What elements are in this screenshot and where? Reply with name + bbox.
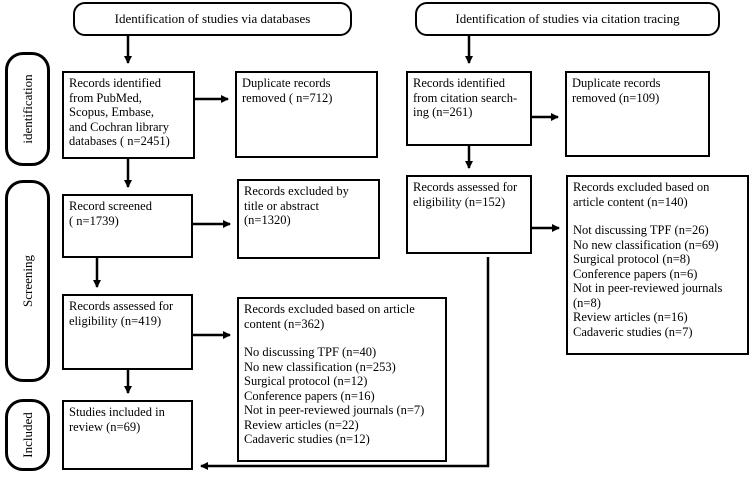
cit-identified-line-2: from citation search- (413, 90, 518, 105)
citation-header: Identification of studies via citation t… (415, 2, 720, 36)
cit-excluded-reason: Conference papers (n=6) (573, 266, 698, 281)
cit-excluded-heading-line-2: article content (n=140) (573, 194, 688, 209)
db-identified-line-2: from PubMed, (69, 90, 142, 105)
db-excluded-reason: Conference papers (n=16) (244, 388, 375, 403)
db-duplicates-line-2: removed ( n=712) (242, 90, 333, 105)
db-included-line-2: review (n=69) (69, 419, 141, 434)
db-included-box: Studies included in review (n=69) (62, 400, 193, 470)
cit-excluded-reason: Not in peer-reviewed journals (573, 281, 723, 295)
cit-excluded-reason: No new classification (n=69) (573, 237, 719, 252)
db-assessed-box: Records assessed for eligibility (n=419) (62, 294, 193, 370)
cit-assessed-box: Records assessed for eligibility (n=152) (406, 175, 532, 254)
cit-excluded-reason: Cadaveric studies (n=7) (573, 324, 693, 339)
cit-excluded-reason: Surgical protocol (n=8) (573, 252, 691, 266)
db-duplicates-box: Duplicate records removed ( n=712) (235, 71, 378, 158)
db-screened-line-1: Record screened (69, 199, 152, 213)
db-identified-line-1: Records identified (69, 76, 161, 90)
cit-identified-line-1: Records identified (413, 76, 505, 90)
cit-duplicates-box: Duplicate records removed (n=109) (565, 71, 710, 157)
db-excluded-heading-line-2: content (n=362) (244, 316, 325, 331)
cit-assessed-line-2: eligibility (n=152) (413, 194, 506, 209)
cit-excluded-content-box: Records excluded based on article conten… (566, 175, 749, 355)
db-screened-line-2: ( n=1739) (69, 213, 119, 228)
db-screened-box: Record screened ( n=1739) (62, 194, 193, 258)
cit-duplicates-line-2: removed (n=109) (572, 90, 660, 105)
databases-header: Identification of studies via databases (73, 2, 352, 36)
db-assessed-line-2: eligibility (n=419) (69, 313, 162, 328)
db-assessed-line-1: Records assessed for (69, 299, 174, 313)
databases-header-label: Identification of studies via databases (114, 11, 311, 26)
db-excluded-title-line-1: Records excluded by (244, 184, 349, 198)
db-records-identified-box: Records identified from PubMed, Scopus, … (62, 71, 195, 159)
db-excluded-title-line-3: (n=1320) (244, 213, 291, 227)
db-identified-line-3: Scopus, Embase, (69, 105, 155, 119)
db-excluded-title-box: Records excluded by title or abstract (n… (237, 179, 380, 259)
cit-duplicates-line-1: Duplicate records (572, 76, 661, 90)
screening-phase: Screening (5, 180, 50, 382)
cit-assessed-line-1: Records assessed for (413, 180, 518, 194)
db-identified-line-4: and Cochran library (69, 119, 169, 134)
cit-identified-line-3: ing (n=261) (413, 105, 473, 119)
db-excluded-reason: Cadaveric studies (n=12) (244, 432, 370, 446)
db-excluded-title-line-2: title or abstract (244, 198, 319, 213)
included-phase: Included (5, 399, 50, 471)
citation-header-label: Identification of studies via citation t… (455, 11, 680, 26)
db-excluded-reason: Surgical protocol (n=12) (244, 374, 368, 388)
db-excluded-heading-line-1: Records excluded based on article (244, 302, 415, 316)
cit-excluded-reason: (n=8) (573, 295, 601, 310)
db-duplicates-line-1: Duplicate records (242, 76, 331, 90)
db-identified-line-5: databases ( n=2451) (69, 134, 170, 148)
db-excluded-reason: No discussing TPF (n=40) (244, 345, 377, 359)
cit-excluded-heading-line-1: Records excluded based on (573, 180, 710, 194)
arrow-cit-assessed-to-included (200, 257, 490, 470)
db-excluded-reason: Not in peer-reviewed journals (n=7) (244, 403, 425, 417)
db-excluded-reason: Review articles (n=22) (244, 417, 359, 432)
db-included-line-1: Studies included in (69, 405, 165, 419)
cit-records-identified-box: Records identified from citation search-… (406, 71, 532, 146)
identification-phase: identification (5, 52, 50, 166)
cit-excluded-reason: Review articles (n=16) (573, 310, 688, 324)
db-excluded-content-box: Records excluded based on article conten… (237, 297, 447, 462)
cit-excluded-reason: Not discussing TPF (n=26) (573, 223, 709, 237)
db-excluded-reason: No new classification (n=253) (244, 359, 396, 374)
